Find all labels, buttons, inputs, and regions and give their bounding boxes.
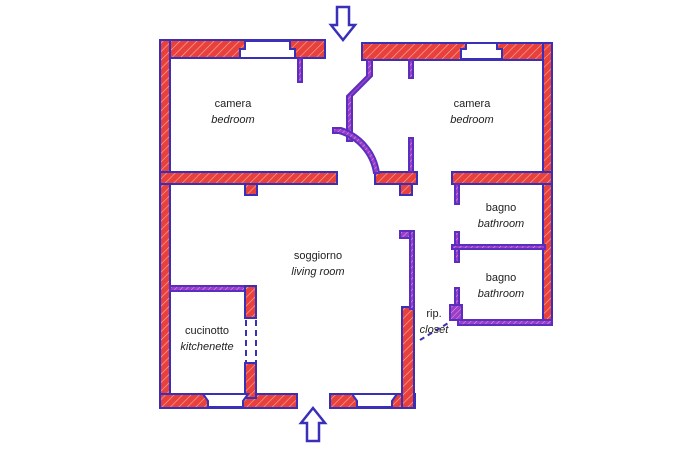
room-name: bagno: [485, 272, 517, 284]
room-name: soggiorno: [293, 250, 343, 262]
room-translation: bedroom: [211, 114, 255, 126]
entrance-arrow-bottom: [298, 405, 328, 443]
entrance-arrow-top: [328, 5, 358, 43]
room-label-closet: rip. closet: [374, 306, 494, 338]
room-translation: closet: [419, 324, 449, 336]
room-translation: bedroom: [450, 114, 494, 126]
room-label-kitchenette: cucinotto kitchenette: [147, 323, 267, 355]
room-translation: kitchenette: [180, 341, 234, 353]
room-name: camera: [214, 98, 252, 110]
room-label-bedroom-left: camera bedroom: [173, 96, 293, 128]
room-label-bathroom-top: bagno bathroom: [441, 200, 561, 232]
room-name: bagno: [485, 202, 517, 214]
room-label-living-room: soggiorno living room: [258, 248, 378, 280]
room-label-bedroom-right: camera bedroom: [412, 96, 532, 128]
room-name: camera: [453, 98, 491, 110]
room-name: rip.: [426, 308, 442, 320]
room-translation: bathroom: [477, 288, 525, 300]
room-name: cucinotto: [184, 325, 230, 337]
windows: [201, 40, 503, 408]
room-translation: bathroom: [477, 218, 525, 230]
room-label-bathroom-bottom: bagno bathroom: [441, 270, 561, 302]
room-translation: living room: [291, 266, 345, 278]
